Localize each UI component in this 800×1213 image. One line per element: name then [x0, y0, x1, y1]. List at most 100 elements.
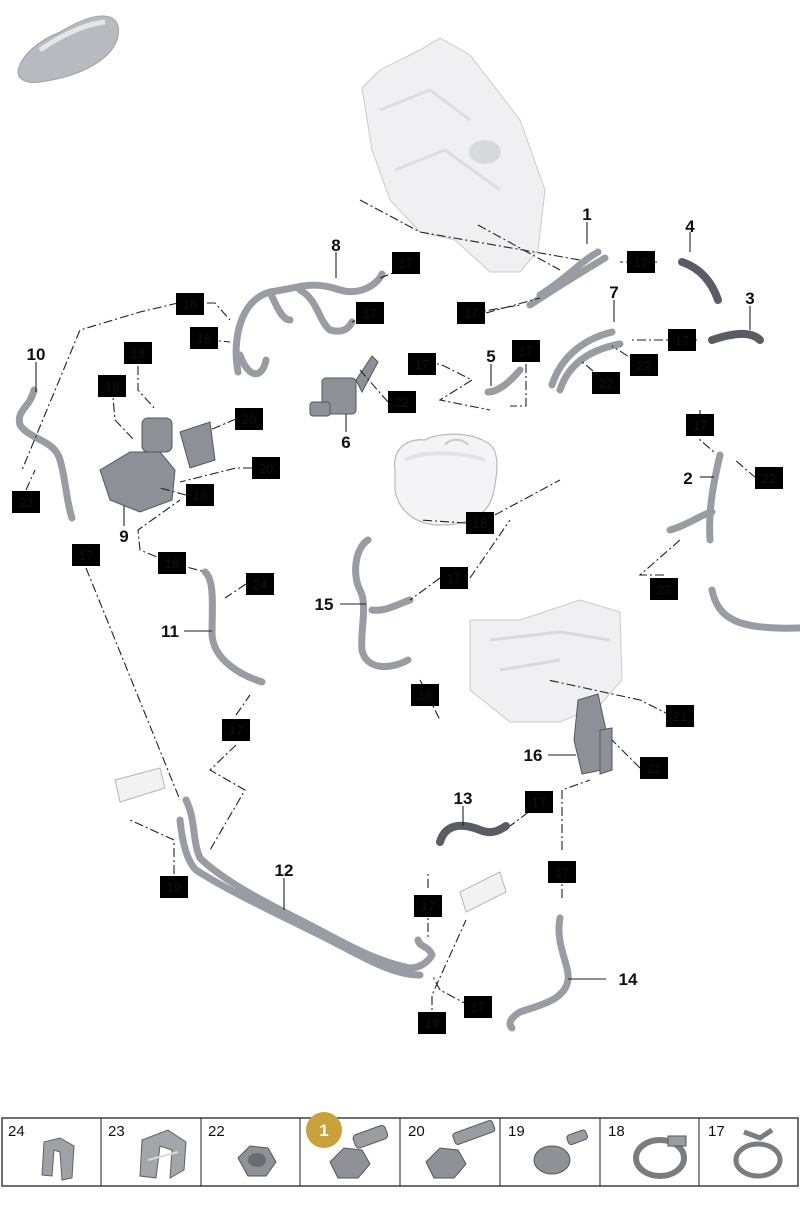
ref-box-17: 17 [408, 353, 436, 375]
ref-box-17: 17 [457, 302, 485, 324]
ref-box-24: 24 [246, 573, 274, 595]
legend-label-20: 20 [408, 1123, 425, 1140]
svg-text:18: 18 [418, 688, 432, 703]
callout-2: 2 [683, 469, 692, 488]
ref-box-22: 22 [592, 372, 620, 394]
hex-nut-icon [237, 1145, 277, 1177]
callout-3: 3 [745, 289, 754, 308]
ref-box-17: 17 [686, 414, 714, 436]
svg-text:17: 17 [532, 795, 546, 810]
ref-box-19: 19 [160, 876, 188, 898]
ref-box-18: 18 [466, 512, 494, 534]
callout-16: 16 [524, 746, 543, 765]
ref-box-22: 22 [755, 467, 783, 489]
svg-text:17: 17 [421, 899, 435, 914]
part-badge-number: 1 [319, 1121, 328, 1140]
svg-text:22: 22 [762, 471, 776, 486]
svg-text:19: 19 [167, 880, 181, 895]
svg-text:22: 22 [637, 358, 651, 373]
svg-text:17: 17 [447, 571, 461, 586]
callout-7: 7 [609, 283, 618, 302]
ref-box-18: 18 [158, 552, 186, 574]
callout-11: 11 [161, 622, 179, 641]
callout-14: 14 [619, 970, 638, 989]
ref-box-23: 23 [12, 491, 40, 513]
svg-text:20: 20 [259, 461, 273, 476]
shutoff-valve [309, 355, 379, 417]
ref-box-19: 19 [418, 1012, 446, 1034]
svg-text:17: 17 [415, 357, 429, 372]
svg-text:21: 21 [673, 709, 687, 724]
callout-12: 12 [275, 861, 294, 880]
svg-text:18: 18 [473, 516, 487, 531]
hose-clamp-icon [633, 1135, 687, 1179]
callout-13: 13 [454, 789, 473, 808]
legend-label-18: 18 [608, 1123, 625, 1140]
callout-10: 10 [27, 345, 46, 364]
ref-box-17: 17 [525, 791, 553, 813]
ref-box-18: 18 [124, 342, 152, 364]
body-panel-lower [469, 599, 623, 723]
ref-box-18: 18 [176, 293, 204, 315]
callout-9: 9 [119, 527, 128, 546]
svg-text:18: 18 [183, 297, 197, 312]
ref-box-18: 18 [98, 375, 126, 397]
ref-box-22: 22 [650, 578, 678, 600]
svg-text:23: 23 [19, 495, 33, 510]
ref-box-22: 22 [388, 391, 416, 413]
fastener-legend: 24 23 22 20 19 18 17 1 [1, 1112, 799, 1187]
coolant-pump [99, 417, 216, 513]
hose-holder [114, 767, 507, 913]
svg-text:17: 17 [399, 256, 413, 271]
svg-text:17: 17 [229, 723, 243, 738]
svg-text:17: 17 [693, 418, 707, 433]
svg-text:17: 17 [634, 255, 648, 270]
ref-box-22: 22 [630, 354, 658, 376]
svg-text:19: 19 [425, 1016, 439, 1031]
ref-box-17: 17 [548, 861, 576, 883]
ref-box-20: 20 [252, 457, 280, 479]
svg-text:17: 17 [363, 306, 377, 321]
svg-text:17: 17 [519, 344, 533, 359]
legend-label-19: 19 [508, 1123, 525, 1140]
ref-box-18: 18 [411, 684, 439, 706]
components [99, 355, 613, 913]
ref-box-20: 20 [235, 408, 263, 430]
svg-text:21: 21 [647, 761, 661, 776]
svg-text:18: 18 [193, 488, 207, 503]
clip-icon [41, 1137, 75, 1181]
ref-box-18: 18 [186, 484, 214, 506]
svg-text:17: 17 [471, 1000, 485, 1015]
svg-text:18: 18 [105, 379, 119, 394]
long-bolt-icon [425, 1119, 496, 1179]
legend-label-22: 22 [208, 1123, 225, 1140]
callout-15: 15 [315, 595, 334, 614]
svg-text:17: 17 [555, 865, 569, 880]
pan-head-screw-icon [533, 1129, 588, 1175]
spring-clamp-icon [733, 1127, 783, 1179]
callout-6: 6 [341, 433, 350, 452]
ref-box-17: 17 [414, 895, 442, 917]
ref-box-21: 21 [666, 705, 694, 727]
ref-box-17: 17 [464, 996, 492, 1018]
callout-labels: 1 4 3 7 8 5 6 10 9 2 11 15 16 13 12 14 [27, 205, 755, 989]
callout-1: 1 [582, 205, 591, 224]
svg-text:17: 17 [675, 333, 689, 348]
body-panel-upper [361, 37, 546, 273]
ref-box-17: 17 [222, 719, 250, 741]
mounting-bracket [573, 693, 613, 775]
legend-label-23: 23 [108, 1123, 125, 1140]
svg-text:22: 22 [657, 582, 671, 597]
svg-text:24: 24 [253, 577, 267, 592]
legend-label-24: 24 [8, 1123, 25, 1140]
ref-box-17: 17 [356, 302, 384, 324]
svg-text:22: 22 [395, 395, 409, 410]
hose-pipes [15, 248, 800, 1032]
svg-text:18: 18 [197, 331, 211, 346]
ref-box-17: 17 [440, 567, 468, 589]
callout-8: 8 [331, 236, 340, 255]
svg-text:17: 17 [464, 306, 478, 321]
ref-box-17: 17 [627, 251, 655, 273]
legend-label-17: 17 [708, 1123, 725, 1140]
